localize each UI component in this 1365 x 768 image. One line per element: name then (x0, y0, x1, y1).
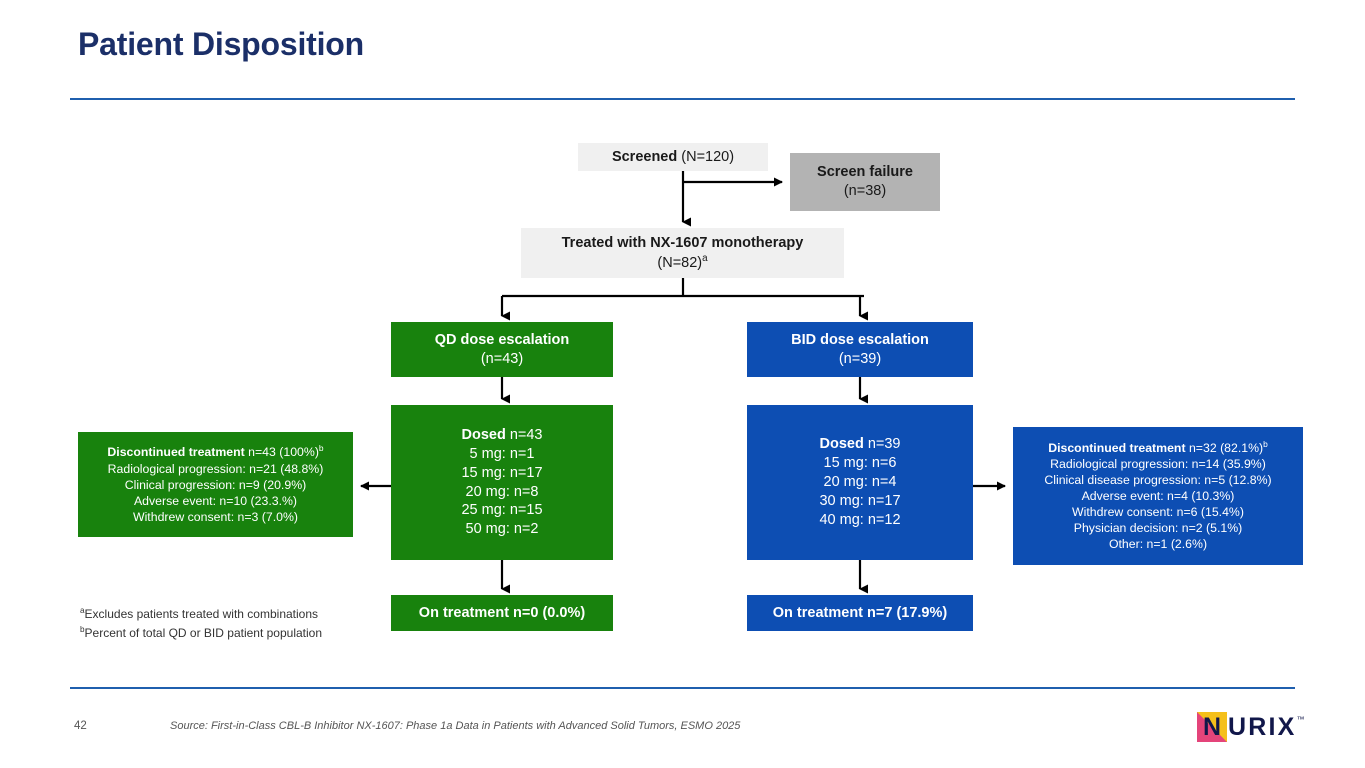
node-qd-disc-row: Withdrew consent: n=3 (7.0%) (132, 509, 299, 524)
node-screened-label: Screened (N=120) (612, 148, 734, 167)
node-qd-dosed-row: 20 mg: n=8 (465, 483, 539, 500)
node-treated-footnote-marker: a (702, 252, 708, 264)
page-title: Patient Disposition (78, 26, 364, 62)
node-bid-disc-header-rest: n=32 (82.1%) (1185, 441, 1264, 456)
node-qd-dosed-row: 5 mg: n=1 (469, 445, 535, 462)
node-screen-failure: Screen failure (n=38) (790, 153, 940, 211)
node-bid-esc-line2: (n=39) (838, 350, 882, 367)
source-citation: Source: First-in-Class CBL-B Inhibitor N… (170, 720, 741, 732)
node-qd-disc-header-bold: Discontinued treatment (107, 445, 245, 460)
node-qd-dosed-header-bold: Dosed (461, 426, 506, 443)
node-bid-disc-footnote-marker: b (1263, 439, 1268, 449)
node-qd-disc-header: Discontinued treatment n=43 (100%)b (107, 443, 323, 461)
footnote-b-text: Percent of total QD or BID patient popul… (84, 625, 323, 640)
node-bid-dosed-header-bold: Dosed (819, 436, 864, 453)
header-divider (70, 98, 1295, 100)
footnote-a-marker: a (80, 606, 85, 615)
node-qd-dosed-row: 25 mg: n=15 (461, 502, 543, 519)
node-qd-esc-line2: (n=43) (480, 350, 524, 367)
node-qd-dosed-row: 50 mg: n=2 (465, 521, 539, 538)
node-bid-disc-header: Discontinued treatment n=32 (82.1%)b (1048, 439, 1268, 457)
node-treated-line2-text: (N=82) (657, 254, 703, 271)
node-bid-dose-escalation: BID dose escalation (n=39) (747, 322, 973, 377)
node-bid-disc-header-bold: Discontinued treatment (1048, 441, 1186, 456)
node-qd-dosed-header-rest: n=43 (505, 426, 543, 443)
node-bid-on-treatment-label: On treatment n=7 (17.9%) (772, 604, 948, 621)
node-bid-disc-row: Withdrew consent: n=6 (15.4%) (1072, 505, 1244, 520)
node-bid-dosed-row: 20 mg: n=4 (823, 474, 897, 491)
node-bid-disc-row: Adverse event: n=4 (10.3%) (1081, 489, 1235, 504)
node-bid-on-treatment: On treatment n=7 (17.9%) (747, 595, 973, 631)
footer-divider (70, 687, 1295, 689)
node-qd-dosed: Dosed n=43 5 mg: n=1 15 mg: n=17 20 mg: … (391, 405, 613, 560)
node-treated-monotherapy: Treated with NX-1607 monotherapy (N=82)a (521, 228, 844, 278)
page-number: 42 (74, 720, 87, 732)
node-bid-discontinued: Discontinued treatment n=32 (82.1%)b Rad… (1013, 427, 1303, 565)
node-screened-label-bold: Screened (611, 148, 678, 165)
node-qd-disc-row: Radiological progression: n=21 (48.8%) (107, 461, 324, 476)
node-screened-label-rest: (N=120) (677, 148, 735, 165)
node-qd-dosed-header: Dosed n=43 (461, 426, 542, 445)
node-bid-dosed: Dosed n=39 15 mg: n=6 20 mg: n=4 30 mg: … (747, 405, 973, 560)
footnote-a-text: Excludes patients treated with combinati… (84, 607, 319, 621)
node-bid-dosed-header: Dosed n=39 (819, 435, 900, 454)
node-qd-on-treatment: On treatment n=0 (0.0%) (391, 595, 613, 631)
node-screen-failure-line2: (n=38) (843, 183, 887, 199)
node-qd-disc-row: Clinical progression: n=9 (20.9%) (124, 477, 307, 492)
node-screen-failure-line1: Screen failure (817, 164, 913, 181)
node-screened: Screened (N=120) (578, 143, 768, 171)
node-qd-disc-footnote-marker: b (318, 443, 324, 454)
footnote-a: aExcludes patients treated with combinat… (80, 605, 322, 624)
node-qd-dose-escalation: QD dose escalation (n=43) (391, 322, 613, 377)
node-qd-on-treatment-label: On treatment n=0 (0.0%) (418, 604, 586, 621)
logo-trademark-symbol: ™ (1296, 715, 1305, 724)
node-bid-disc-row: Clinical disease progression: n=5 (12.8%… (1044, 473, 1272, 488)
node-qd-esc-line1: QD dose escalation (434, 331, 570, 348)
node-qd-discontinued: Discontinued treatment n=43 (100%)b Radi… (78, 432, 353, 537)
node-bid-disc-row: Physician decision: n=2 (5.1%) (1073, 521, 1243, 536)
node-treated-line1: Treated with NX-1607 monotherapy (561, 234, 804, 251)
node-bid-dosed-row: 40 mg: n=12 (819, 511, 901, 528)
node-treated-line2: (N=82)a (657, 253, 707, 273)
footnote-b-marker: b (80, 624, 85, 634)
node-bid-dosed-row: 15 mg: n=6 (823, 455, 897, 472)
node-bid-disc-row: Other: n=1 (2.6%) (1108, 537, 1208, 551)
footnote-b: bPercent of total QD or BID patient popu… (80, 624, 322, 643)
logo-letter-n: N (1202, 712, 1222, 741)
node-bid-disc-row: Radiological progression: n=14 (35.9%) (1050, 457, 1266, 472)
node-qd-disc-row: Adverse event: n=10 (23.3.%) (133, 493, 298, 508)
nurix-logo-mark-icon: N (1197, 712, 1227, 742)
node-bid-dosed-header-rest: n=39 (863, 436, 901, 453)
node-qd-disc-header-rest: n=43 (100%) (244, 445, 319, 460)
node-bid-dosed-row: 30 mg: n=17 (819, 492, 901, 509)
footnotes: aExcludes patients treated with combinat… (80, 605, 322, 642)
nurix-logo: N URIX ™ (1197, 712, 1305, 742)
node-qd-dosed-row: 15 mg: n=17 (461, 464, 543, 481)
node-bid-esc-line1: BID dose escalation (791, 331, 929, 348)
logo-wordmark: URIX (1228, 712, 1297, 741)
